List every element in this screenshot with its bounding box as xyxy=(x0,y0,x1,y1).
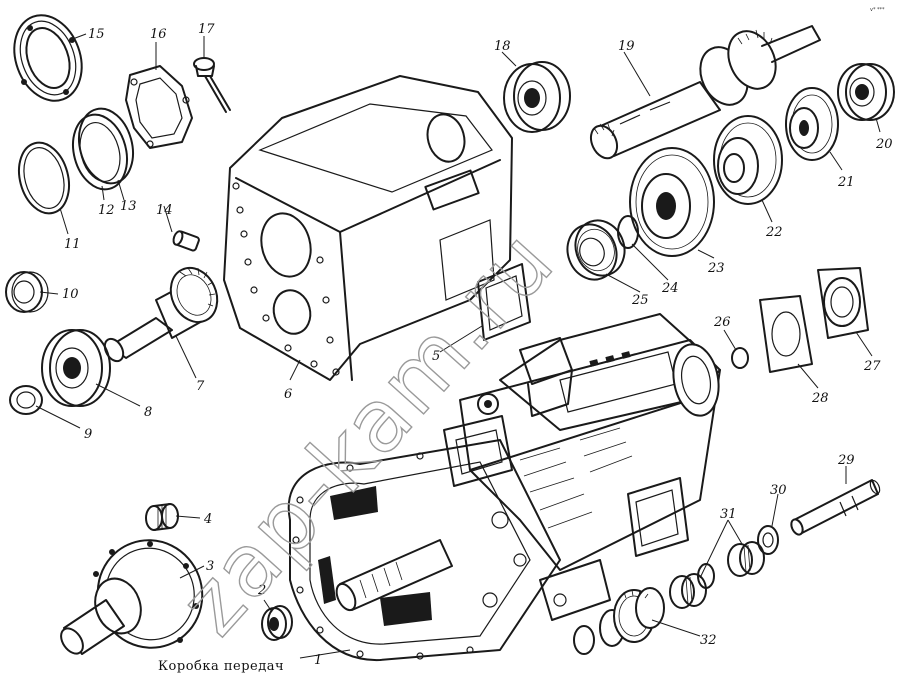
part-2-seal xyxy=(261,605,293,641)
callout-26: 26 xyxy=(713,315,731,330)
part-1-gearbox-assembly xyxy=(287,313,721,662)
part-9-ring xyxy=(9,385,43,415)
callout-20: 20 xyxy=(875,137,893,152)
part-21-gear xyxy=(785,87,839,161)
callout-12: 12 xyxy=(98,203,115,218)
part-17-breather xyxy=(193,57,231,113)
part-4-needle-bearing xyxy=(145,503,179,531)
callout-8: 8 xyxy=(144,405,152,420)
callout-22: 22 xyxy=(765,225,783,240)
callout-15: 15 xyxy=(88,27,105,42)
part-12-13-seal-rings xyxy=(72,107,134,191)
callout-7: 7 xyxy=(196,379,205,394)
part-8-bearing xyxy=(41,329,111,407)
callout-24: 24 xyxy=(661,281,679,296)
callout-2: 2 xyxy=(257,583,266,598)
part-20-bearing xyxy=(837,63,895,121)
callout-9: 9 xyxy=(84,427,92,442)
part-31-needle-bearings xyxy=(669,541,765,609)
callout-3: 3 xyxy=(206,559,214,574)
part-27-flange xyxy=(817,267,869,339)
part-6-front-housing xyxy=(223,75,513,381)
callout-10: 10 xyxy=(62,287,79,302)
callout-leaders xyxy=(35,33,881,659)
part-30-washer xyxy=(757,525,779,555)
part-26-ring xyxy=(731,347,749,369)
callout-6: 6 xyxy=(284,387,292,402)
part-22-gear xyxy=(713,115,783,205)
callout-14: 14 xyxy=(156,203,173,218)
callout-16: 16 xyxy=(150,27,167,42)
part-19-main-shaft xyxy=(589,25,821,160)
part-25-bearing xyxy=(566,219,626,281)
part-15-cover-ring xyxy=(13,14,83,102)
part-28-gasket xyxy=(759,295,813,373)
callout-4: 4 xyxy=(203,512,212,527)
part-29-countershaft xyxy=(790,479,881,536)
callout-29: 29 xyxy=(837,453,855,468)
part-18-bearing xyxy=(503,61,571,133)
callout-32: 32 xyxy=(700,633,717,648)
callout-21: 21 xyxy=(837,175,855,190)
callout-17: 17 xyxy=(198,22,215,37)
callout-30: 30 xyxy=(770,483,787,498)
callout-19: 19 xyxy=(618,39,635,54)
part-7-input-shaft xyxy=(103,266,219,363)
callout-25: 25 xyxy=(631,293,649,308)
callout-11: 11 xyxy=(64,237,81,252)
part-16-gasket xyxy=(125,65,193,149)
callout-23: 23 xyxy=(707,261,725,276)
corner-mark: v* *** xyxy=(870,7,885,13)
part-14-plug xyxy=(172,230,200,252)
callout-13: 13 xyxy=(120,199,137,214)
callout-27: 27 xyxy=(863,359,881,374)
part-24-snap-ring xyxy=(617,215,639,249)
part-32-gear xyxy=(573,587,665,655)
callout-28: 28 xyxy=(811,391,829,406)
figure-caption: Коробка передач xyxy=(158,659,284,674)
callout-numbers: 1 2 3 4 5 6 7 8 9 10 11 12 13 14 15 16 1… xyxy=(62,22,893,668)
callout-31: 31 xyxy=(720,507,737,522)
part-5-gasket xyxy=(477,263,531,341)
part-11-snap-ring xyxy=(18,141,70,215)
callout-18: 18 xyxy=(494,39,511,54)
callout-1: 1 xyxy=(314,653,322,668)
part-3-output-flange xyxy=(60,539,204,655)
part-23-large-gear xyxy=(629,147,715,257)
callout-5: 5 xyxy=(432,349,440,364)
